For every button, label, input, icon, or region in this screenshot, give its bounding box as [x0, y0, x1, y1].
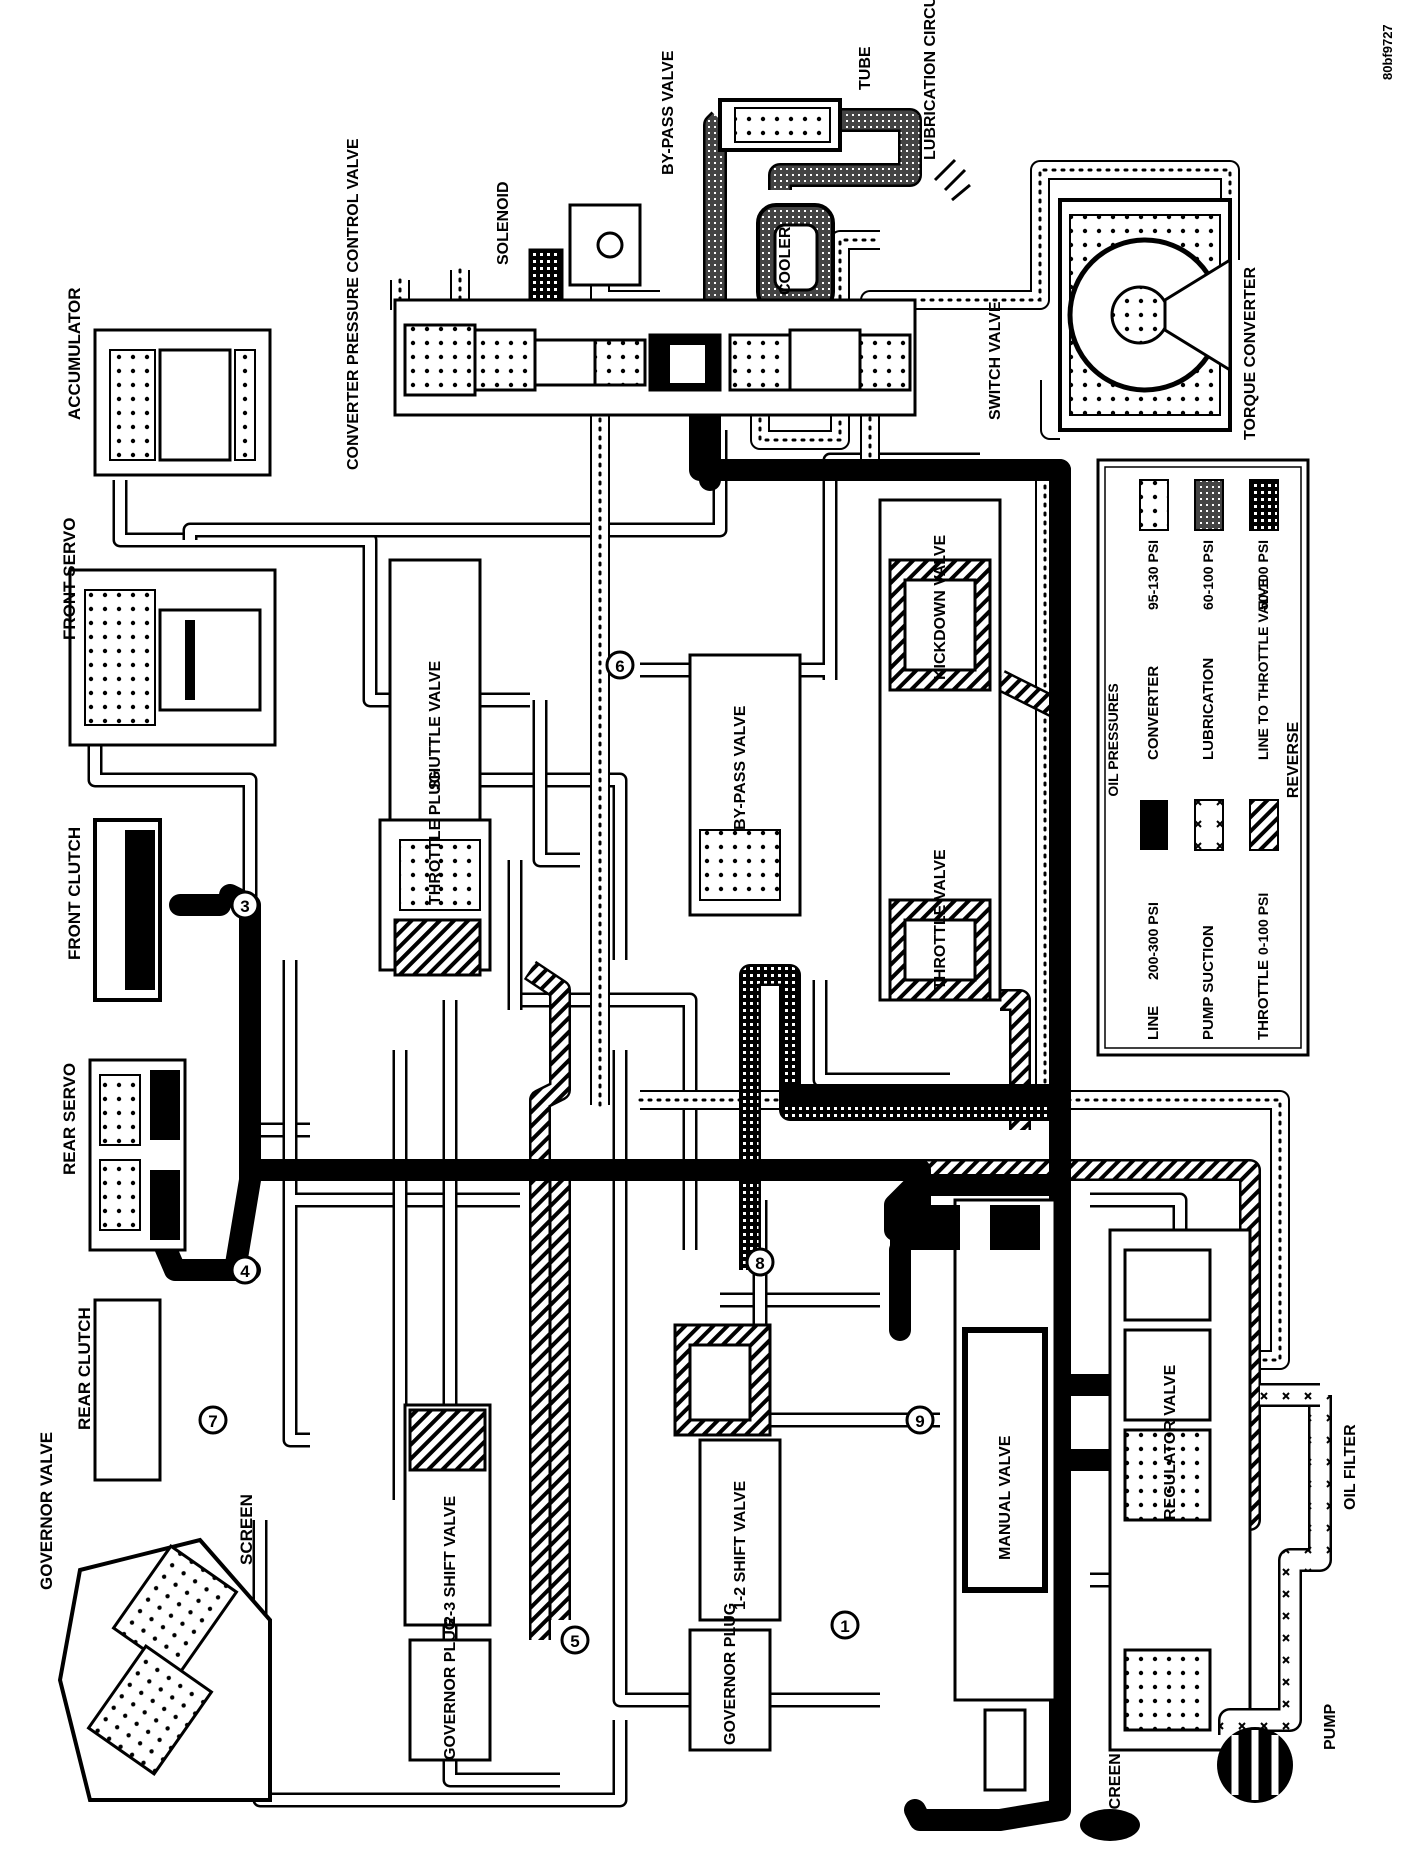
label-torque-converter: TORQUE CONVERTER: [1242, 267, 1259, 441]
legend-throttle-value: 0-100 PSI: [1255, 893, 1271, 955]
front-servo-assembly: [68, 568, 277, 747]
front-clutch-assembly: [93, 818, 162, 1002]
circuit-number-6: 6: [615, 657, 624, 676]
oil-pressure-legend: OIL PRESSURES LINE 200-300 PSI PUMP SUCT…: [1096, 458, 1310, 1057]
legend-lubrication-value: 60-100 PSI: [1200, 540, 1216, 610]
torque-converter-assembly: [1058, 198, 1232, 432]
component-labels: 80bf9727 GOVERNOR VALVE SCREEN REAR CLUT…: [37, 0, 1395, 1820]
legend-mode: REVERSE: [1285, 721, 1302, 798]
label-cooler: COOLER: [777, 226, 794, 295]
label-front-clutch: FRONT CLUTCH: [65, 827, 84, 960]
circuit-number-7: 7: [208, 1412, 217, 1431]
accumulator-assembly: [93, 328, 272, 477]
pump-suction-assembly: [1080, 1383, 1332, 1841]
lubrication-passages: [703, 108, 971, 340]
label-governor-valve: GOVERNOR VALVE: [37, 1432, 56, 1590]
rear-servo-assembly: [88, 1058, 187, 1252]
label-accumulator: ACCUMULATOR: [65, 287, 84, 420]
label-throttle-plug: THROTTLE PLUG: [427, 771, 444, 905]
shift-valve-12-body: [673, 1323, 782, 1752]
label-regulator-valve: REGULATOR VALVE: [1162, 1364, 1179, 1520]
label-pump: PUMP: [1322, 1703, 1339, 1750]
label-rear-servo: REAR SERVO: [60, 1063, 79, 1175]
label-oil-filter: OIL FILTER: [1342, 1424, 1359, 1510]
shuttle-valve-body: [378, 558, 492, 977]
label-shift-valve-12: 1-2 SHIFT VALVE: [732, 1480, 749, 1610]
label-shift-valve-23: 2-3 SHIFT VALVE: [442, 1495, 459, 1625]
label-governor-plug-2: GOVERNOR PLUG: [722, 1603, 739, 1745]
legend-converter-swatch: [1139, 479, 1169, 531]
label-solenoid: SOLENOID: [495, 181, 512, 265]
label-converter-pressure-control-valve: CONVERTER PRESSURE CONTROL VALVE: [345, 138, 362, 470]
legend-title: OIL PRESSURES: [1105, 683, 1121, 796]
legend-lubrication-name: LUBRICATION: [1200, 658, 1217, 760]
circuit-markers: 1 3 4 5 6 7 8 9: [198, 650, 935, 1655]
label-throttle-valve: THROTTLE VALVE: [932, 849, 949, 990]
legend-line-value: 200-300 PSI: [1145, 902, 1161, 980]
legend-line-name: LINE: [1145, 1006, 1162, 1040]
regulator-valve-body: [1108, 1228, 1252, 1752]
label-lubrication-circuit: LUBRICATION CIRCUIT: [922, 0, 939, 160]
tube-assembly: [718, 98, 842, 152]
label-switch-valve: SWITCH VALVE: [987, 301, 1004, 420]
bypass-valve-body: [688, 653, 802, 917]
label-front-servo: FRONT SERVO: [60, 518, 79, 640]
circuit-number-1: 1: [840, 1617, 849, 1636]
governor-valve-assembly: [57, 1537, 272, 1802]
legend-line-to-throttle-value: 50-100 PSI: [1255, 540, 1271, 610]
label-screen-top: SCREEN: [237, 1494, 256, 1565]
circuit-number-4: 4: [240, 1262, 250, 1281]
label-figure-id: 80bf9727: [1380, 24, 1395, 80]
label-bypass-valve-top: BY-PASS VALVE: [660, 50, 677, 175]
label-bypass-valve-mid: BY-PASS VALVE: [732, 705, 749, 830]
label-kickdown-valve: KICKDOWN VALVE: [932, 534, 949, 680]
legend-pump-suction-name: PUMP SUCTION: [1200, 925, 1217, 1040]
legend-line-swatch: [1140, 800, 1168, 850]
legend-converter-value: 95-130 PSI: [1145, 540, 1161, 610]
label-rear-clutch: REAR CLUTCH: [75, 1307, 94, 1430]
legend-throttle-swatch: [1249, 799, 1279, 851]
legend-converter-name: CONVERTER: [1145, 666, 1162, 760]
legend-line-to-throttle-name: LINE TO THROTTLE VALVE: [1255, 578, 1271, 760]
line-to-throttle-passage: [739, 964, 1060, 1270]
circuit-number-9: 9: [915, 1412, 924, 1431]
circuit-number-5: 5: [570, 1632, 579, 1651]
label-manual-valve: MANUAL VALVE: [997, 1435, 1014, 1560]
rear-clutch-assembly: [93, 1298, 162, 1482]
legend-pump-suction-swatch: [1194, 799, 1224, 851]
circuit-number-8: 8: [755, 1254, 764, 1273]
shift-valve-23-body: [403, 1403, 492, 1762]
label-shuttle-valve: SHUTTLE VALVE: [427, 660, 444, 790]
label-governor-plug-1: GOVERNOR PLUG: [442, 1618, 459, 1760]
legend-lubrication-swatch: [1194, 479, 1224, 531]
circuit-number-3: 3: [240, 897, 249, 916]
upper-valve-body: [393, 298, 917, 417]
kickdown-throttle-valve-body: [878, 498, 1002, 1002]
manual-valve-body: [890, 1198, 1057, 1792]
legend-line-to-throttle-swatch: [1249, 479, 1279, 531]
label-tube: TUBE: [857, 46, 874, 90]
legend-throttle-name: THROTTLE: [1255, 960, 1272, 1040]
label-screen-bottom: SCREEN: [1107, 1753, 1124, 1820]
